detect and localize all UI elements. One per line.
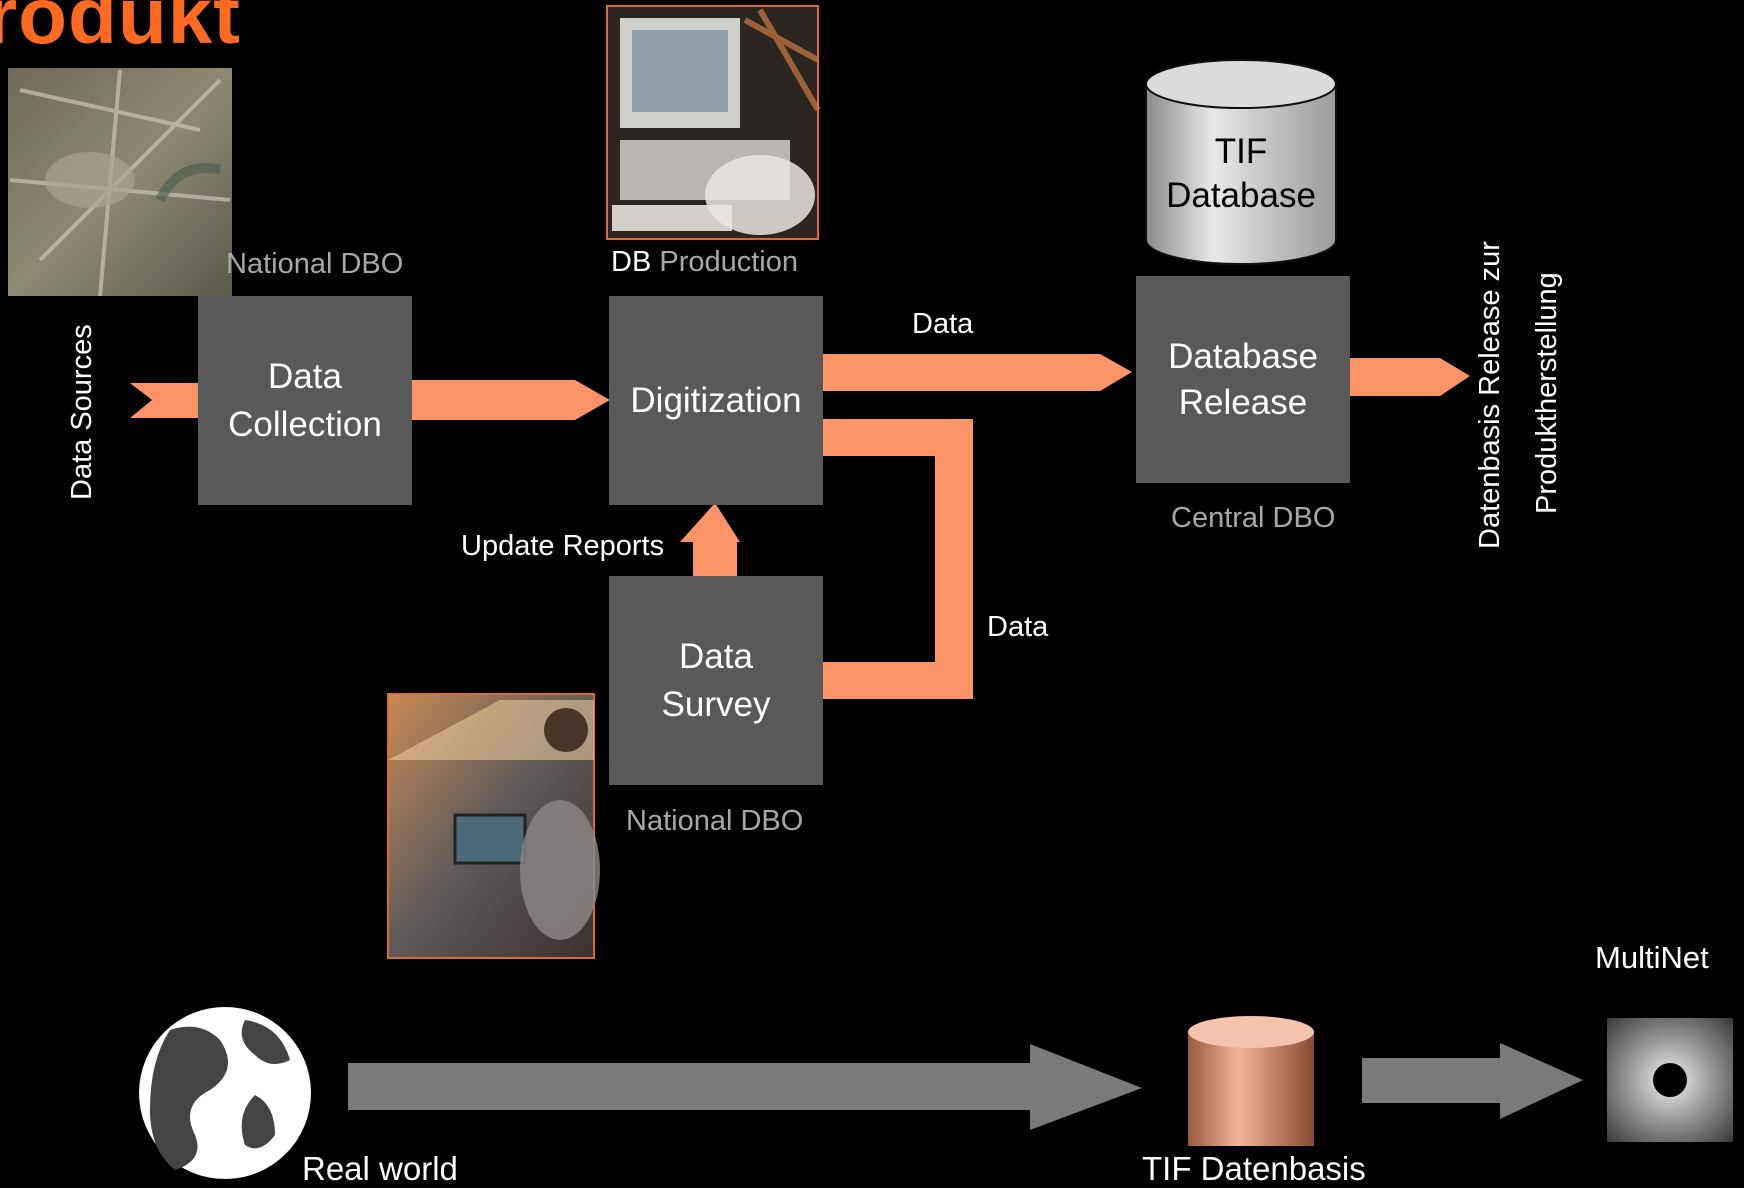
data-sources-label: Data Sources [66, 324, 98, 500]
arrow-collection-to-digitization [410, 380, 610, 420]
data-collection-box: Data Collection [198, 296, 412, 505]
arrow-survey-to-digitization [680, 503, 740, 576]
arrow-tif-to-multinet [1362, 1043, 1583, 1119]
central-dbo-label: Central DBO [1171, 502, 1336, 534]
arrow-data-loop [823, 419, 973, 699]
computer-photo [606, 5, 821, 240]
tif-database-label: TIF Database [1166, 132, 1316, 215]
db-production-label: DB Production [611, 246, 798, 279]
aerial-photo [8, 68, 232, 297]
digitization-box: Digitization [609, 296, 823, 505]
data-right-label: Data [987, 611, 1049, 643]
update-reports-label: Update Reports [461, 530, 665, 562]
arrow-digitization-to-release [823, 354, 1132, 391]
tif-datenbasis-cylinder [1186, 1013, 1315, 1146]
db-production-suffix: Production [659, 246, 799, 278]
database-release-box: Database Release [1136, 276, 1350, 483]
survey-photo [387, 693, 600, 959]
arrow-real-world-to-tif [348, 1044, 1142, 1130]
data-top-label: Data [912, 308, 974, 340]
release-label-line1: Datenbasis Release zur [1474, 241, 1506, 549]
arrow-release-out [1350, 358, 1470, 396]
multinet-label: MultiNet [1595, 940, 1709, 975]
multinet-icon [1607, 1018, 1733, 1142]
data-survey-box: Data Survey [609, 576, 823, 785]
national-dbo-bottom-label: National DBO [626, 805, 804, 837]
db-production-prefix: DB [611, 246, 652, 278]
real-world-label: Real world [302, 1150, 458, 1187]
arrow-data-sources-in [130, 383, 200, 418]
page-title: rodukt [0, 0, 241, 60]
tif-datenbasis-label: TIF Datenbasis [1142, 1150, 1366, 1187]
national-dbo-top-label: National DBO [226, 248, 404, 280]
tif-database-cylinder [1145, 59, 1337, 265]
globe-icon [139, 1007, 311, 1179]
release-label-line2: Produktherstellung [1531, 272, 1563, 514]
